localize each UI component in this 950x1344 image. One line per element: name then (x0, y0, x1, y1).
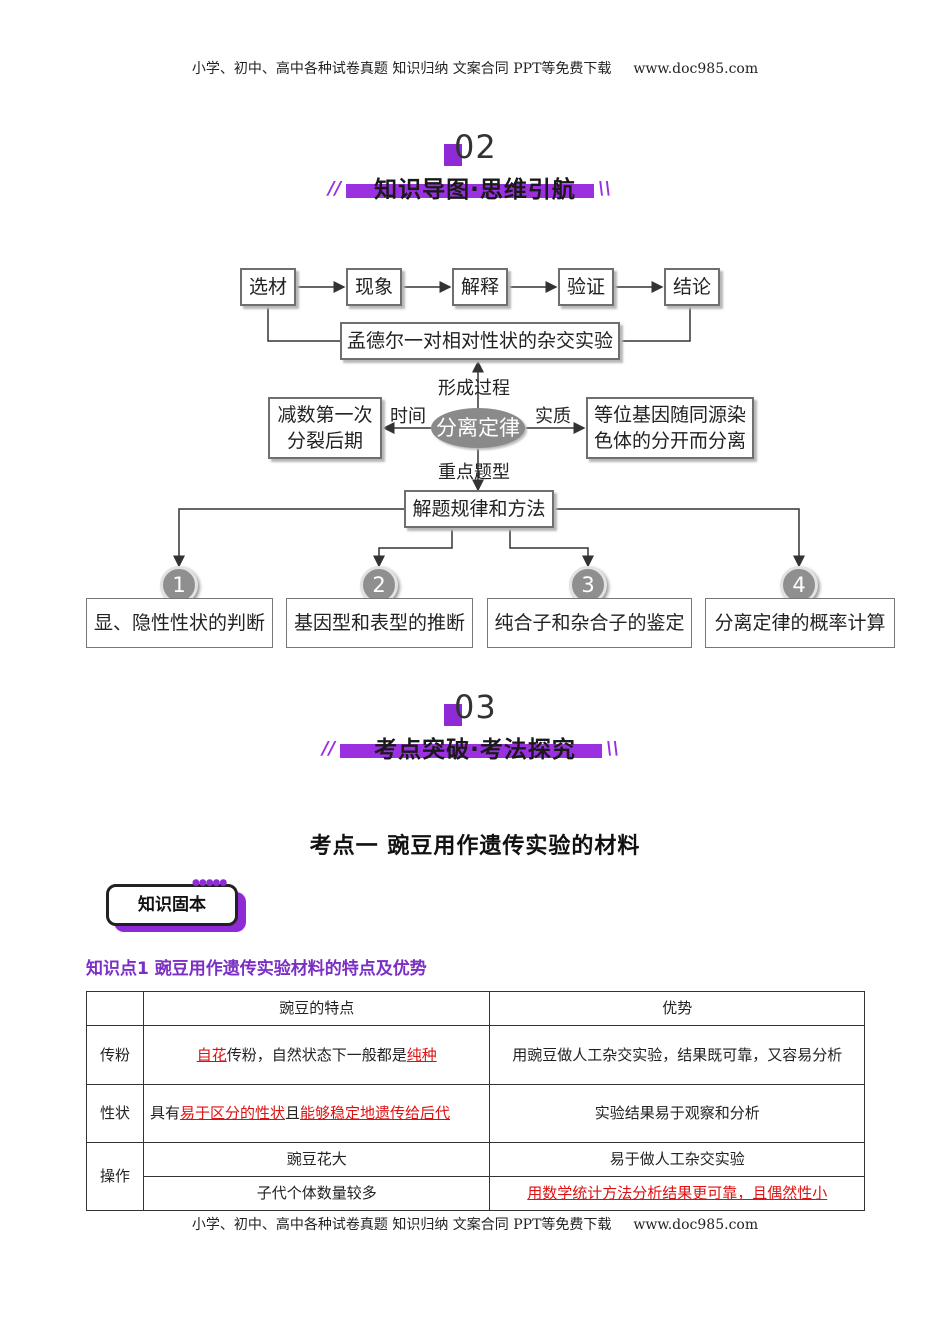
number-accent-bar (444, 704, 462, 726)
slash-decoration-left: // (328, 178, 342, 199)
page-header: 小学、初中、高中各种试卷真题 知识归纳 文案合同 PPT等免费下载 www.doc… (0, 58, 950, 78)
badge-label: 知识固本 (106, 884, 238, 926)
knowledge-point-heading: 知识点1 豌豆用作遗传实验材料的特点及优势 (86, 954, 427, 979)
mindmap-box-verification: 验证 (558, 268, 614, 306)
leaf-probability-calculation: 分离定律的概率计算 (705, 598, 895, 648)
table-row-operation-2: 子代个体数量较多 用数学统计方法分析结果更可靠，且偶然性小 (87, 1176, 865, 1211)
essence-line-2: 色体的分开而分离 (593, 430, 746, 452)
section-number: 02 (454, 128, 497, 166)
cell-feature-many-offspring: 子代个体数量较多 (142, 1176, 491, 1211)
header-text: 小学、初中、高中各种试卷真题 知识归纳 文案合同 PPT等免费下载 (191, 61, 612, 77)
table-row-pollination: 传粉 自花传粉，自然状态下一般都是纯种 用豌豆做人工杂交实验，结果既可靠，又容易… (86, 1025, 865, 1085)
footer-text: 小学、初中、高中各种试卷真题 知识归纳 文案合同 PPT等免费下载 (191, 1217, 612, 1233)
mindmap-center-segregation-law: 分离定律 (431, 408, 525, 448)
feature-text: 且 (284, 1104, 300, 1122)
mindmap-box-phenomenon: 现象 (346, 268, 402, 306)
table-row-traits: 性状 具有易于区分的性状且能够稳定地遗传给后代 实验结果易于观察和分析 (86, 1084, 865, 1143)
leaf-homozygote-heterozygote: 纯合子和杂合子的鉴定 (487, 598, 692, 648)
mindmap-box-methods: 解题规律和方法 (404, 490, 554, 528)
mindmap-box-essence: 等位基因随同源染 色体的分开而分离 (586, 397, 754, 459)
slash-decoration-right: \\ (606, 738, 620, 759)
mindmap-box-time: 减数第一次 分裂后期 (268, 397, 382, 459)
row-label-traits: 性状 (86, 1084, 144, 1143)
header-url[interactable]: www.doc985.com (633, 61, 759, 77)
pea-features-table: 豌豆的特点 优势 传粉 自花传粉，自然状态下一般都是纯种 用豌豆做人工杂交实验，… (86, 991, 865, 1211)
table-row-operation-1: 操作 豌豆花大 易于做人工杂交实验 (86, 1142, 865, 1211)
knowledge-point-heading-text: 知识点1 豌豆用作遗传实验材料的特点及优势 (86, 959, 427, 979)
title-highlight-bar (340, 744, 602, 758)
table-header-row: 豌豆的特点 优势 (86, 991, 865, 1026)
section-banner-03: 03 考点突破·考法探究 // \\ (0, 688, 950, 768)
section-number: 03 (454, 688, 497, 726)
section-title: 知识导图·思维引航 (374, 177, 576, 203)
time-line-2: 分裂后期 (286, 430, 363, 452)
answer-distinguishable-traits: 易于区分的性状 (179, 1104, 285, 1122)
section-title: 考点突破·考法探究 (374, 737, 576, 763)
answer-self-pollination: 自花 (196, 1045, 227, 1064)
header-advantage: 优势 (489, 991, 865, 1026)
cell-advantage-hybridization: 易于做人工杂交实验 (489, 1142, 865, 1177)
answer-stable-inheritance: 能够稳定地遗传给后代 (300, 1104, 451, 1122)
time-line-1: 减数第一次 (277, 404, 373, 426)
badge-dots: ●●●●● (192, 878, 227, 888)
essence-line-1: 等位基因随同源染 (593, 404, 746, 426)
number-badge-1: 1 (160, 566, 198, 604)
mindmap-connectors (173, 281, 805, 568)
mindmap-box-explanation: 解释 (452, 268, 508, 306)
page-footer: 小学、初中、高中各种试卷真题 知识归纳 文案合同 PPT等免费下载 www.doc… (0, 1214, 950, 1234)
label-key-question-types: 重点题型 (438, 462, 510, 483)
feature-text: 具有 (149, 1104, 180, 1122)
section-banner-02: 02 知识导图·思维引航 // \\ (0, 128, 950, 208)
mindmap-box-conclusion: 结论 (664, 268, 720, 306)
number-accent-bar (444, 144, 462, 166)
row-label-pollination: 传粉 (86, 1025, 144, 1085)
cell-advantage-pollination: 用豌豆做人工杂交实验，结果既可靠，又容易分析 (489, 1025, 865, 1085)
number-badge-2: 2 (360, 566, 398, 604)
slash-decoration-left: // (322, 738, 336, 759)
cell-feature-traits: 具有易于区分的性状且能够稳定地遗传给后代 (142, 1084, 491, 1143)
footer-url[interactable]: www.doc985.com (633, 1217, 759, 1233)
knowledge-foundation-badge: 知识固本 ●●●●● (106, 878, 248, 934)
slash-decoration-right: \\ (598, 178, 612, 199)
cell-feature-pollination: 自花传粉，自然状态下一般都是纯种 (142, 1025, 491, 1085)
leaf-dominant-recessive: 显、隐性性状的判断 (86, 598, 273, 648)
label-formation-process: 形成过程 (438, 378, 510, 399)
row-label-operation: 操作 (86, 1142, 144, 1211)
table-corner-cell (86, 991, 144, 1026)
header-feature: 豌豆的特点 (142, 991, 491, 1026)
label-essence: 实质 (535, 406, 571, 427)
cell-advantage-statistics: 用数学统计方法分析结果更可靠，且偶然性小 (489, 1176, 865, 1211)
answer-pure-line: 纯种 (406, 1045, 437, 1064)
exam-point-title: 考点一 豌豆用作遗传实验的材料 (309, 834, 641, 859)
feature-text: 传粉，自然状态下一般都是 (226, 1045, 407, 1064)
cell-advantage-traits: 实验结果易于观察和分析 (489, 1084, 865, 1143)
cell-feature-large-flower: 豌豆花大 (142, 1142, 491, 1177)
answer-statistics: 用数学统计方法分析结果更可靠，且偶然性小 (527, 1184, 828, 1202)
leaf-genotype-phenotype: 基因型和表型的推断 (286, 598, 473, 648)
mindmap-box-experiment: 孟德尔一对相对性状的杂交实验 (340, 322, 620, 360)
title-highlight-bar (346, 184, 594, 198)
mindmap-box-material: 选材 (240, 268, 296, 306)
label-time: 时间 (390, 406, 426, 427)
